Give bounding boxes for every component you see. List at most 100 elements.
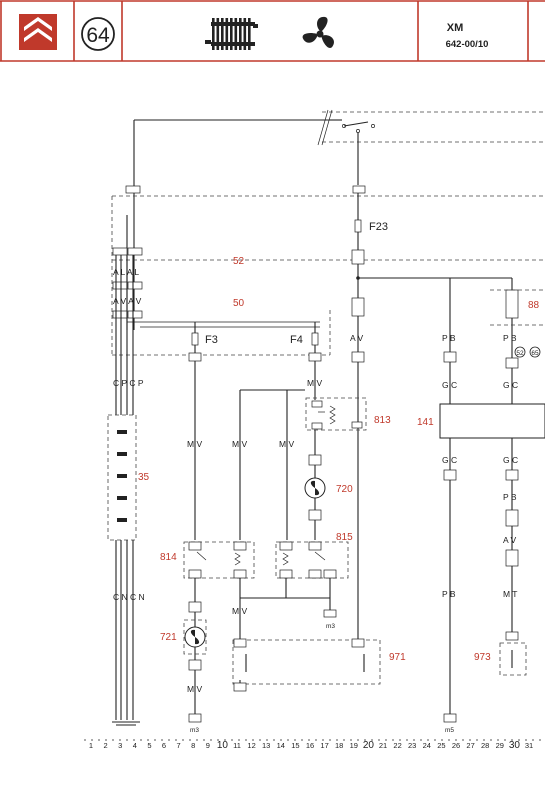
ruler-mark: 29 [496,741,504,750]
fuse-f4 [308,322,322,362]
wire-code-left2: C N C N [113,592,145,602]
wire-code-gc-1: G C [442,380,457,390]
ruler-mark: 19 [350,741,358,750]
row-label-a1: A L A L [113,267,139,277]
switch-971 [232,638,381,692]
motor-721 [183,578,207,723]
ruler-mark: 16 [306,741,314,750]
bus-label-52: 52 [233,256,245,267]
ground-label-m3-a: m3 [190,727,199,734]
ruler-mark: 26 [452,741,460,750]
block-141-label: 141 [417,417,434,428]
feed-wires [194,361,316,540]
ruler-mark: 20 [363,740,375,751]
ground-label-m5: m5 [445,727,454,734]
fuse-box-outline [111,195,545,356]
ruler-mark: 25 [437,741,445,750]
ruler-mark: 24 [423,741,431,750]
ruler-mark: 10 [217,740,229,751]
relay-813 [305,397,367,431]
row-label-a2: A V A V [113,296,142,306]
wire-code-mv-b: M V [232,439,247,449]
ref-52-label: 52 [516,350,524,357]
motor-721-label: 721 [160,632,177,643]
wire-code-av-r2: A V [503,535,517,545]
ruler-mark: 7 [177,741,181,750]
relay-815-label: 815 [336,532,353,543]
connector-35 [107,414,137,720]
ruler-mark: 21 [379,741,387,750]
switch-971-label: 971 [389,652,406,663]
connector-row-top [112,185,366,319]
ruler-mark: 31 [525,741,533,750]
fuse-f4-label: F4 [290,334,303,346]
wire-code-mt: M T [503,589,517,599]
header-frame [0,0,545,62]
ruler-mark: 23 [408,741,416,750]
doc-code: 642-00/10 [446,39,489,50]
wire-code-mv-e: M V [232,606,247,616]
page-number-badge: 64 [81,17,115,51]
wire-code-gc-3: G C [442,455,457,465]
wire-code-left1: C P C P [113,378,144,388]
relay-814-label: 814 [160,552,177,563]
ruler-mark: 2 [104,741,108,750]
ruler-mark: 11 [233,741,241,750]
ruler-mark: 22 [393,741,401,750]
wire-code-pb-left: P B [442,333,456,343]
ruler-mark: 6 [162,741,166,750]
wire-code-pb-r2: P B [503,492,517,502]
ruler-mark: 1 [89,741,93,750]
page-number: 64 [86,24,110,47]
ruler-mark: 3 [118,741,122,750]
bus-label-50: 50 [233,298,245,309]
ruler-mark: 13 [262,741,270,750]
right-column-components [443,289,545,676]
ruler-mark: 27 [466,741,474,750]
wire-code-mv-d: M V [307,378,322,388]
block-141 [439,403,545,439]
relay-814 [183,541,255,579]
ruler-mark: 14 [277,741,285,750]
ruler-mark: 17 [320,741,328,750]
ruler-mark: 28 [481,741,489,750]
wire-code-pb-bottom: P B [442,589,456,599]
ruler-mark: 8 [191,741,195,750]
citroen-double-chevron-logo [19,14,57,50]
fuse-f3 [188,322,202,362]
fuse-f23-label: F23 [369,221,388,233]
ground-label-m3-b: m3 [326,623,335,630]
ground-symbols [112,713,457,726]
wire-code-gc-4: G C [503,455,518,465]
left-harness [115,255,320,415]
wire-code-mv-f: M V [187,684,202,694]
ref-65-label: 65 [531,350,539,357]
motor-720 [304,430,326,540]
motor-720-label: 720 [336,484,353,495]
ruler-mark: 30 [509,740,521,751]
ref-88-label: 88 [528,300,540,311]
ruler-mark: 18 [335,741,343,750]
ruler-mark: 5 [147,741,151,750]
ruler-mark: 12 [247,741,255,750]
right-supply [351,264,519,715]
wire-code-pb-right: P B [503,333,517,343]
radiator-icon [205,18,258,50]
switch-973-label: 973 [474,652,491,663]
fuse-f3-label: F3 [205,334,218,346]
wire-code-gc-2: G C [503,380,518,390]
relay-815 [275,541,349,579]
ruler-mark: 9 [206,741,210,750]
connector-35-label: 35 [138,472,150,483]
wire-code-av: A V [350,333,364,343]
top-supply-lines [126,109,545,330]
relay-813-label: 813 [374,415,391,426]
model-label: XM [447,22,464,34]
ruler-mark: 15 [291,741,299,750]
wire-code-mv-c: M V [279,439,294,449]
relay-links [239,578,337,640]
fuse-f23 [351,193,365,265]
wire-code-mv-a: M V [187,439,202,449]
